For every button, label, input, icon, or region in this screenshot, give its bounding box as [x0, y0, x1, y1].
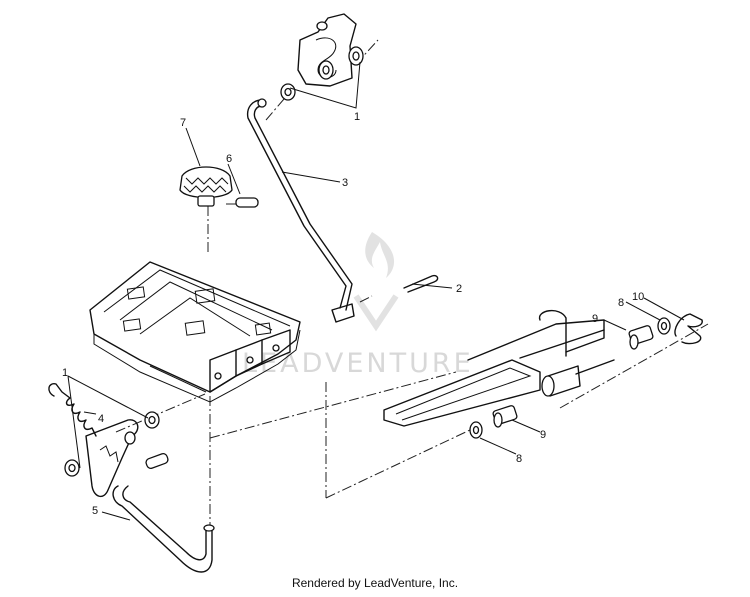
callout-8-upper: 8	[618, 297, 624, 309]
leader-lines	[67, 61, 685, 521]
hairpin-clip	[674, 313, 703, 345]
callout-3: 3	[342, 177, 348, 189]
callout-7: 7	[180, 117, 186, 129]
callout-8-lower: 8	[516, 453, 522, 465]
shift-knob	[179, 166, 233, 207]
washer-8-upper	[657, 317, 671, 335]
callout-4: 4	[98, 413, 104, 425]
callout-9-lower: 9	[540, 429, 546, 441]
callout-2: 2	[456, 283, 462, 295]
callout-9-upper: 9	[592, 313, 598, 325]
foot-pedal	[383, 310, 615, 427]
lever-bracket	[64, 411, 169, 497]
watermark-v-icon	[353, 294, 399, 332]
footer-credit: Rendered by LeadVenture, Inc.	[291, 576, 459, 590]
upper-mount-bracket	[280, 13, 364, 101]
callout-10: 10	[632, 291, 644, 303]
shift-rod	[246, 98, 355, 323]
watermark-flame-icon	[365, 232, 395, 278]
floorboard	[89, 261, 301, 403]
callouts: 1 1 2 3 4 5 6 7 8 8 9 9 10	[62, 111, 644, 517]
callout-1-bracket: 1	[62, 367, 68, 379]
alignment-lines	[115, 39, 709, 528]
bushing-9-lower	[492, 405, 518, 428]
knob-pin	[235, 197, 259, 208]
shift-lever	[112, 485, 215, 573]
callout-6: 6	[226, 153, 232, 165]
watermark-text: LEADVENTURE	[242, 348, 474, 379]
bushing-9-upper	[628, 325, 654, 350]
callout-1-top: 1	[354, 111, 360, 123]
cotter-pin	[403, 274, 439, 293]
washer-8-lower	[469, 421, 483, 439]
callout-5: 5	[92, 505, 98, 517]
